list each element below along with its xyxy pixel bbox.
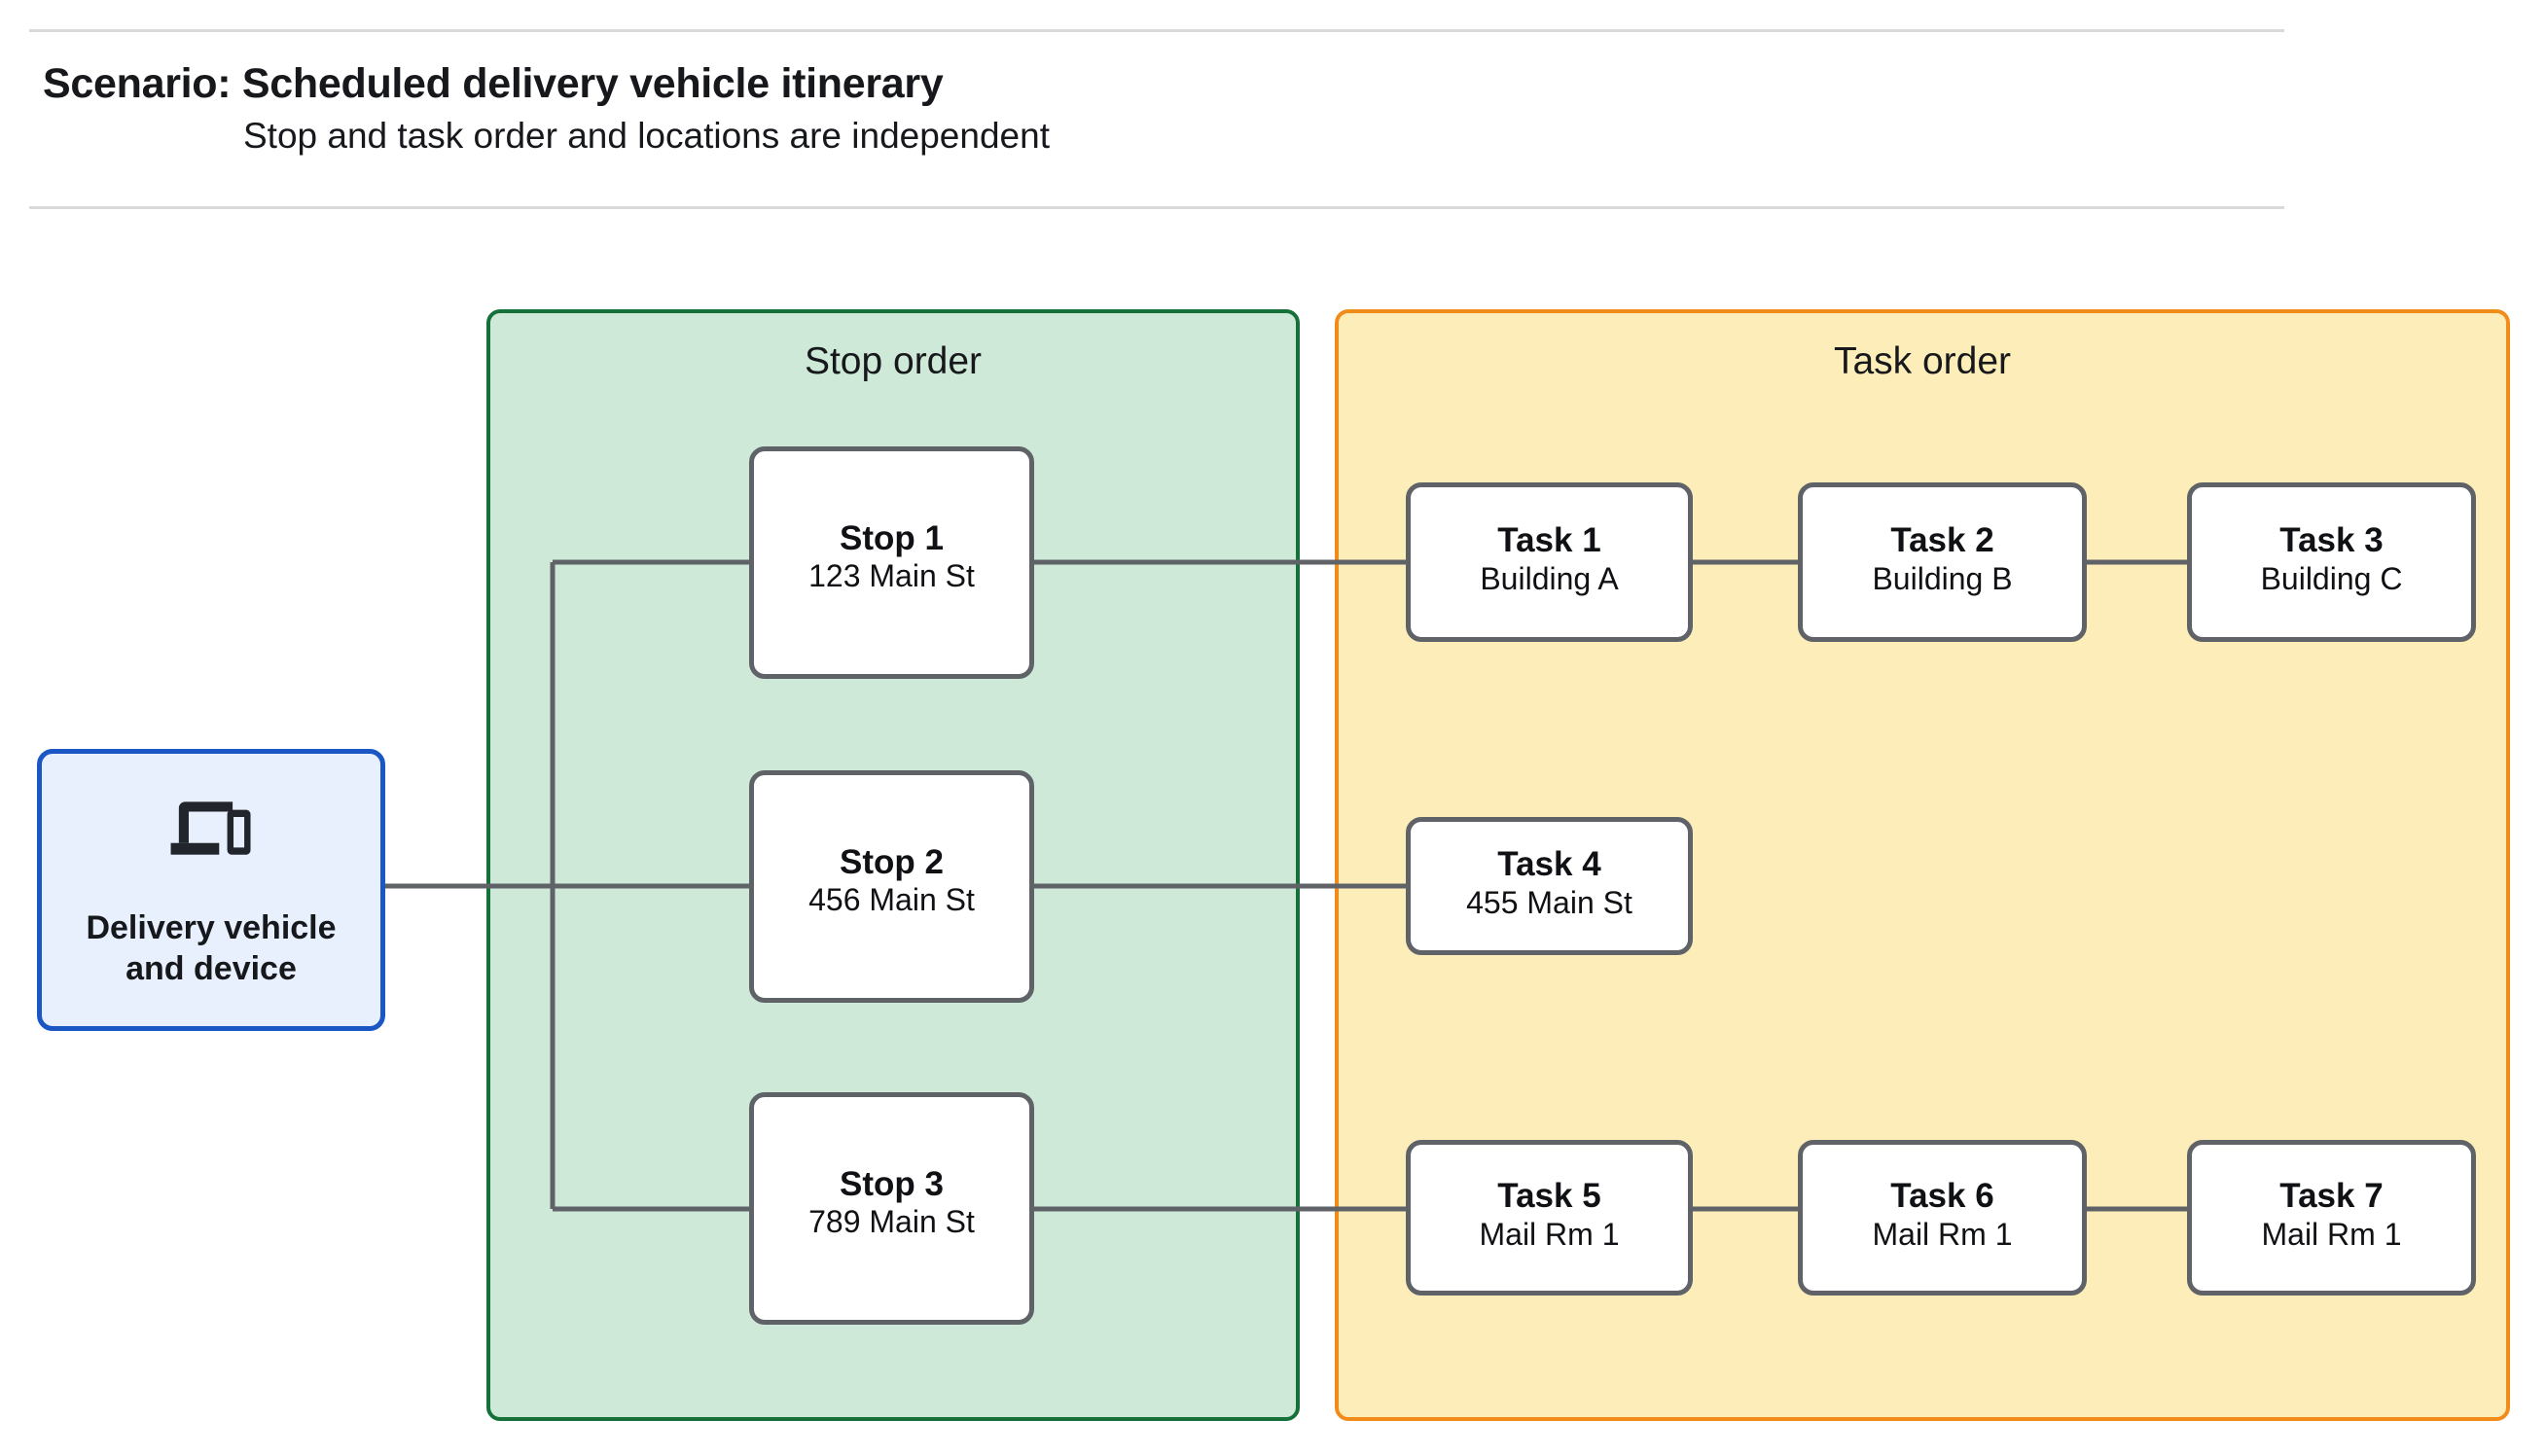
header-divider-top — [29, 29, 2284, 32]
task-node-5[interactable]: Task 5 Mail Rm 1 — [1406, 1140, 1693, 1296]
stop-node-3-title: Stop 3 — [840, 1164, 944, 1203]
task-node-6-subtitle: Mail Rm 1 — [1872, 1216, 2013, 1252]
devices-icon — [170, 801, 251, 855]
task-node-3-subtitle: Building C — [2260, 560, 2403, 596]
task-node-3[interactable]: Task 3 Building C — [2187, 482, 2476, 642]
task-node-7-subtitle: Mail Rm 1 — [2261, 1216, 2402, 1252]
task-node-1[interactable]: Task 1 Building A — [1406, 482, 1693, 642]
group-stop-order-title: Stop order — [804, 340, 983, 382]
page-subtitle: Stop and task order and locations are in… — [243, 116, 1050, 156]
delivery-vehicle-and-device-node[interactable]: Delivery vehicle and device — [37, 749, 385, 1031]
stop-node-3[interactable]: Stop 3 789 Main St — [749, 1092, 1034, 1325]
delivery-vehicle-and-device-label: Delivery vehicle and device — [86, 908, 337, 987]
stop-node-2[interactable]: Stop 2 456 Main St — [749, 770, 1034, 1003]
task-node-4-subtitle: 455 Main St — [1466, 884, 1632, 920]
task-node-2-subtitle: Building B — [1872, 560, 2013, 596]
task-node-5-subtitle: Mail Rm 1 — [1479, 1216, 1620, 1252]
task-node-4[interactable]: Task 4 455 Main St — [1406, 817, 1693, 955]
task-node-7-title: Task 7 — [2279, 1177, 2384, 1216]
task-node-3-title: Task 3 — [2279, 521, 2384, 560]
stop-node-1-title: Stop 1 — [840, 518, 944, 557]
task-node-2[interactable]: Task 2 Building B — [1798, 482, 2087, 642]
task-node-1-subtitle: Building A — [1480, 560, 1619, 596]
stop-node-1[interactable]: Stop 1 123 Main St — [749, 446, 1034, 679]
task-node-2-title: Task 2 — [1890, 521, 1994, 560]
task-node-1-title: Task 1 — [1497, 521, 1601, 560]
stop-node-3-subtitle: 789 Main St — [808, 1204, 975, 1240]
page-title: Scenario: Scheduled delivery vehicle iti… — [43, 60, 944, 107]
task-node-6-title: Task 6 — [1890, 1177, 1994, 1216]
stop-node-1-subtitle: 123 Main St — [808, 558, 975, 594]
stop-node-2-subtitle: 456 Main St — [808, 882, 975, 918]
group-task-order-title: Task order — [1833, 340, 2012, 382]
task-node-6[interactable]: Task 6 Mail Rm 1 — [1798, 1140, 2087, 1296]
task-node-7[interactable]: Task 7 Mail Rm 1 — [2187, 1140, 2476, 1296]
header-divider-bottom — [29, 206, 2284, 209]
task-node-4-title: Task 4 — [1497, 845, 1601, 884]
task-node-5-title: Task 5 — [1497, 1177, 1601, 1216]
stop-node-2-title: Stop 2 — [840, 842, 944, 881]
